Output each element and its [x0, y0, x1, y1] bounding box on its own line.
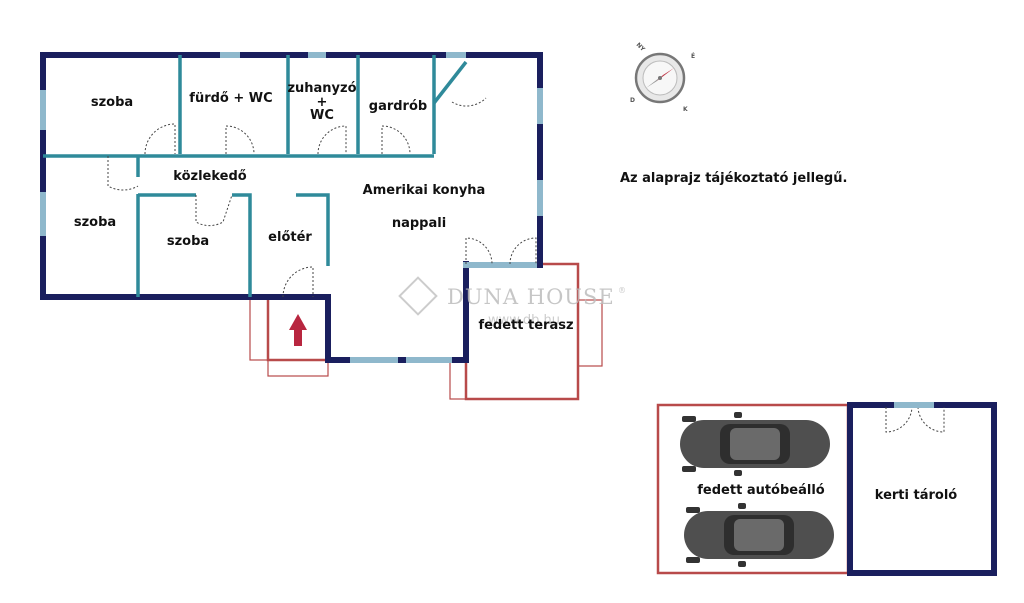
watermark: DUNA HOUSE ® www.db.hu [398, 276, 627, 328]
compass-letter-e: É [691, 52, 695, 60]
room-label-nappali: nappali [392, 216, 446, 231]
room-label-szoba-3: szoba [167, 234, 209, 249]
watermark-url: www.db.hu [488, 313, 560, 328]
room-label-terasz: fedett terasz [478, 318, 573, 333]
room-label-gardrob: gardrób [369, 99, 427, 114]
watermark-registered: ® [618, 286, 627, 295]
room-label-zuhanyzo: zuhanyzó [287, 81, 356, 96]
inner-walls [43, 55, 468, 297]
room-label-eloter: előtér [268, 230, 312, 245]
compass-letter-d: D [630, 97, 635, 104]
room-label-zuhanyzo-wc: WC [310, 108, 334, 123]
room-label-zuhanyzo-plus: + [317, 95, 328, 110]
storage-window [894, 402, 934, 408]
compass-icon: NY É K D [630, 41, 695, 113]
room-label-szoba-2: szoba [74, 215, 116, 230]
storage-door-swing [885, 406, 945, 433]
windows [40, 52, 543, 363]
duna-house-logo-icon [398, 276, 438, 316]
room-label-furdo: fürdő + WC [189, 91, 272, 106]
car-icon [680, 412, 830, 476]
disclaimer-note: Az alaprajz tájékoztató jellegű. [620, 171, 847, 186]
terrace-steps [249, 297, 603, 400]
car-icon [684, 503, 834, 567]
room-label-szoba-1: szoba [91, 95, 133, 110]
entry-arrow-icon [289, 314, 307, 346]
room-label-kozlekedo: közlekedő [173, 169, 246, 184]
door-swings [107, 97, 537, 298]
room-labels: szoba fürdő + WC zuhanyzó + WC gardrób k… [74, 81, 574, 333]
compass-letter-k: K [683, 106, 688, 113]
room-label-autobeallo: fedett autóbeálló [697, 483, 825, 498]
room-label-tarolo: kerti tároló [875, 488, 958, 503]
compass-letter-ny: NY [635, 41, 647, 53]
room-label-konyha: Amerikai konyha [363, 183, 486, 198]
watermark-brand: DUNA HOUSE [447, 285, 615, 309]
